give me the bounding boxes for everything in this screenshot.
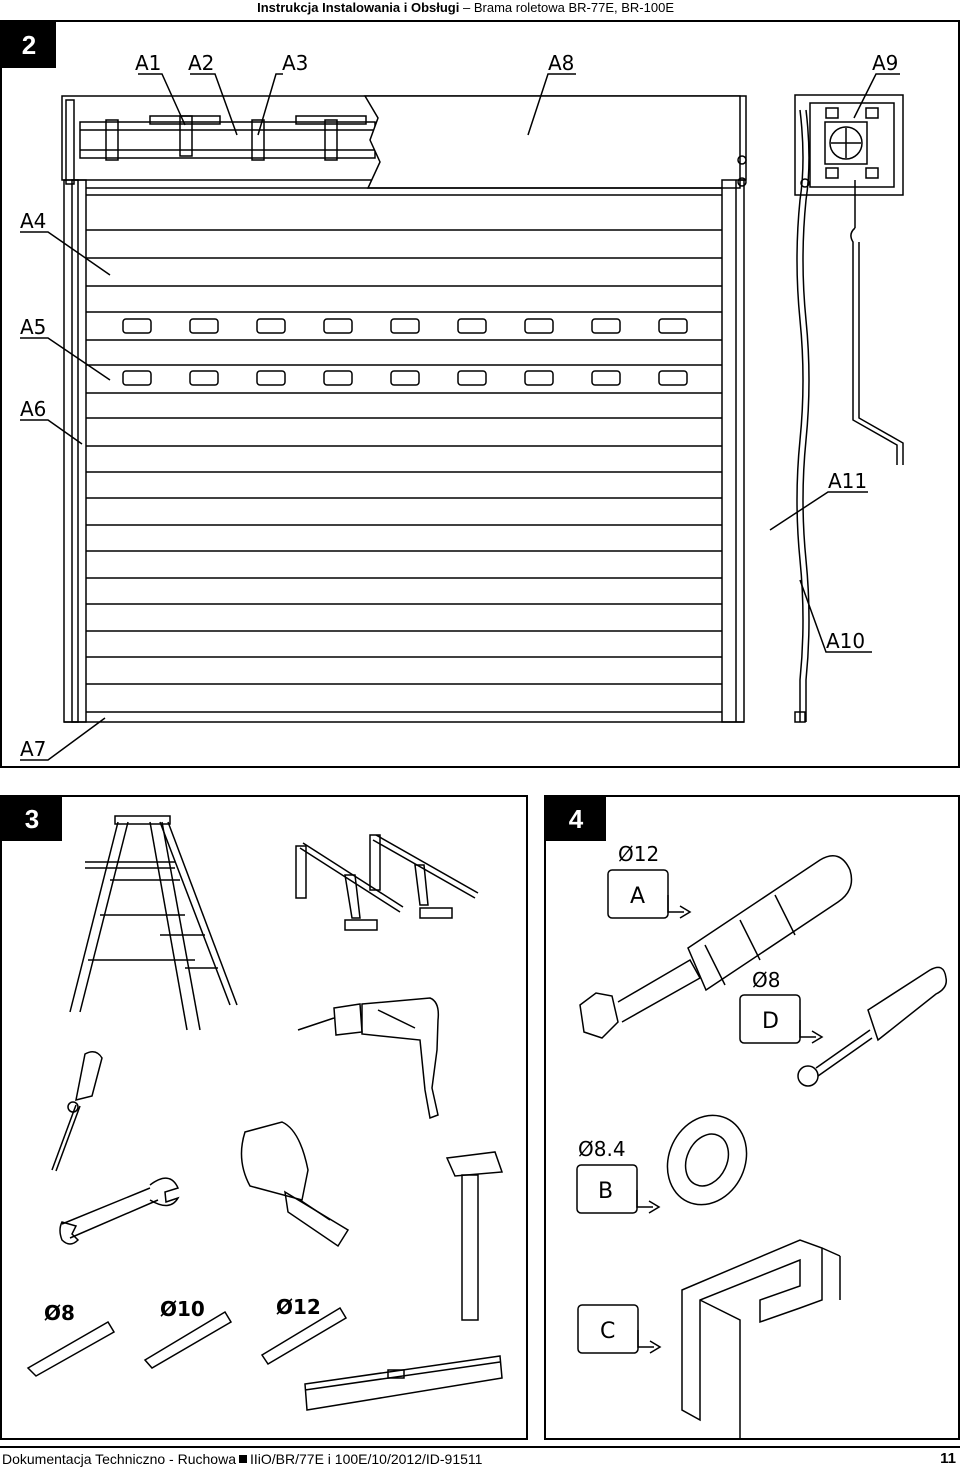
- section-3-panel: [0, 795, 528, 1440]
- label-a1: A1: [135, 51, 161, 75]
- label-a4: A4: [20, 209, 46, 233]
- footer-doc-id: IIiO/BR/77E i 100E/10/2012/ID-91511: [249, 1451, 483, 1467]
- diameter-label-a: Ø12: [618, 842, 659, 866]
- label-a9: A9: [872, 51, 898, 75]
- tag-box-b: [576, 1164, 661, 1214]
- anchor-bolt-small-drawing: [797, 966, 948, 1087]
- tag-box-c: [577, 1304, 662, 1354]
- page-header: Instrukcja Instalowania i Obsługi – Bram…: [0, 0, 960, 18]
- tag-label-a: A: [630, 884, 645, 909]
- label-a5: A5: [20, 315, 46, 339]
- drill-bit-label-10: Ø10: [160, 1297, 205, 1321]
- footer-left: Dokumentacja Techniczno - Ruchowa IIiO/BR…: [2, 1451, 482, 1467]
- roller-door-drawing: [61, 95, 747, 723]
- section-4-badge: 4: [546, 797, 606, 841]
- ladder-drawing: [69, 815, 238, 1031]
- page-number: 11: [940, 1450, 956, 1467]
- page-footer: Dokumentacja Techniczno - Ruchowa IIiO/BR…: [0, 1446, 960, 1471]
- tag-label-c: C: [600, 1319, 615, 1344]
- section-3-badge: 3: [2, 797, 62, 841]
- wrench-drawing: [59, 1177, 180, 1245]
- section-4-labels: Ø12 A Ø8 D Ø8.4 B C: [578, 842, 780, 1344]
- tape-measure-drawing: [240, 1121, 350, 1248]
- section-2-leader-lines: [20, 73, 900, 761]
- diameter-label-b: Ø8.4: [578, 1137, 626, 1161]
- label-a7: A7: [20, 737, 46, 761]
- anchor-bolt-large-drawing: [579, 855, 853, 1039]
- label-a6: A6: [20, 397, 46, 421]
- square-bullet-icon: [238, 1455, 247, 1463]
- drill-bit-label-12: Ø12: [276, 1295, 321, 1319]
- footer-doc-label: Dokumentacja Techniczno - Ruchowa: [2, 1451, 236, 1467]
- spirit-level-drawing: [304, 1355, 503, 1411]
- side-view-drawing: [794, 94, 904, 723]
- tag-box-a: [607, 869, 692, 919]
- section-2-labels: A1 A2 A3 A8 A9 A4 A5 A6 A11 A10 A7: [20, 51, 898, 761]
- drill-bit-labels: Ø8 Ø10 Ø12: [44, 1295, 321, 1325]
- tag-label-d: D: [762, 1009, 779, 1034]
- tag-label-b: B: [598, 1179, 613, 1204]
- label-a10: A10: [826, 629, 865, 653]
- hammer-drawing: [445, 1151, 504, 1321]
- drill-bits-drawing: [26, 1306, 348, 1377]
- header-separator: –: [462, 0, 471, 15]
- section-2-badge: 2: [2, 22, 56, 68]
- label-a8: A8: [548, 51, 574, 75]
- diameter-label-d: Ø8: [752, 968, 780, 992]
- header-subtitle: Brama roletowa BR-77E, BR-100E: [473, 0, 674, 15]
- screwdriver-drawing: [51, 1051, 103, 1172]
- washer-drawing: [666, 1114, 748, 1206]
- label-a3: A3: [282, 51, 308, 75]
- label-a2: A2: [188, 51, 214, 75]
- clamps-drawing: [295, 834, 479, 931]
- header-title: Instrukcja Instalowania i Obsługi: [257, 0, 460, 15]
- label-a11: A11: [828, 469, 867, 493]
- bracket-drawing: [681, 1239, 841, 1440]
- tag-box-d: [739, 994, 824, 1044]
- drill-bit-label-8: Ø8: [44, 1301, 75, 1325]
- power-drill-drawing: [297, 997, 440, 1120]
- section-4-panel: [544, 795, 960, 1440]
